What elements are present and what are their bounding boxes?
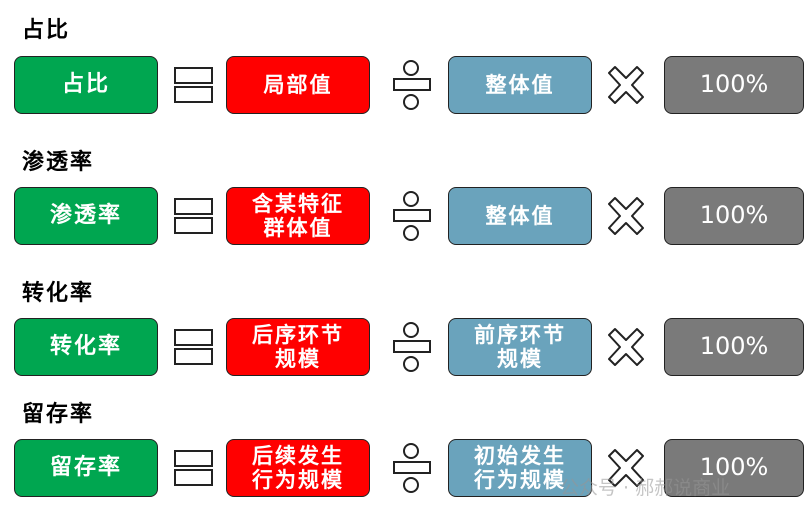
denominator-box: 整体值 <box>448 56 592 114</box>
equals-icon <box>174 450 213 486</box>
divide-icon <box>393 322 431 372</box>
factor-box: 100% <box>664 318 804 376</box>
multiply-icon <box>608 449 644 487</box>
denominator-box: 前序环节 规模 <box>448 318 592 376</box>
numerator-box: 含某特征 群体值 <box>226 187 370 245</box>
numerator-box: 局部值 <box>226 56 370 114</box>
formula-row-share: 占比 局部值 整体值 100% <box>14 56 804 116</box>
result-box: 留存率 <box>14 439 158 497</box>
result-box: 转化率 <box>14 318 158 376</box>
equals-icon <box>174 67 213 103</box>
divide-icon <box>393 60 431 110</box>
denominator-box: 整体值 <box>448 187 592 245</box>
factor-box: 100% <box>664 187 804 245</box>
multiply-icon <box>608 66 644 104</box>
watermark: 公众号 · 郝郝说商业 <box>560 477 731 499</box>
section-title-penetration: 渗透率 <box>22 149 95 175</box>
section-title-retention: 留存率 <box>22 401 95 427</box>
multiply-icon <box>608 328 644 366</box>
section-title-share: 占比 <box>22 17 71 43</box>
factor-box: 100% <box>664 56 804 114</box>
result-box: 占比 <box>14 56 158 114</box>
result-box: 渗透率 <box>14 187 158 245</box>
formula-row-conversion: 转化率 后序环节 规模 前序环节 规模 100% <box>14 318 804 378</box>
formula-row-penetration: 渗透率 含某特征 群体值 整体值 100% <box>14 187 804 247</box>
factor-box: 100% <box>664 439 804 497</box>
equals-icon <box>174 198 213 234</box>
numerator-box: 后序环节 规模 <box>226 318 370 376</box>
numerator-box: 后续发生 行为规模 <box>226 439 370 497</box>
section-title-conversion: 转化率 <box>22 280 95 306</box>
multiply-icon <box>608 197 644 235</box>
denominator-box: 初始发生 行为规模 <box>448 439 592 497</box>
divide-icon <box>393 191 431 241</box>
formula-row-retention: 留存率 后续发生 行为规模 初始发生 行为规模 100% <box>14 439 804 499</box>
equals-icon <box>174 329 213 365</box>
divide-icon <box>393 443 431 493</box>
